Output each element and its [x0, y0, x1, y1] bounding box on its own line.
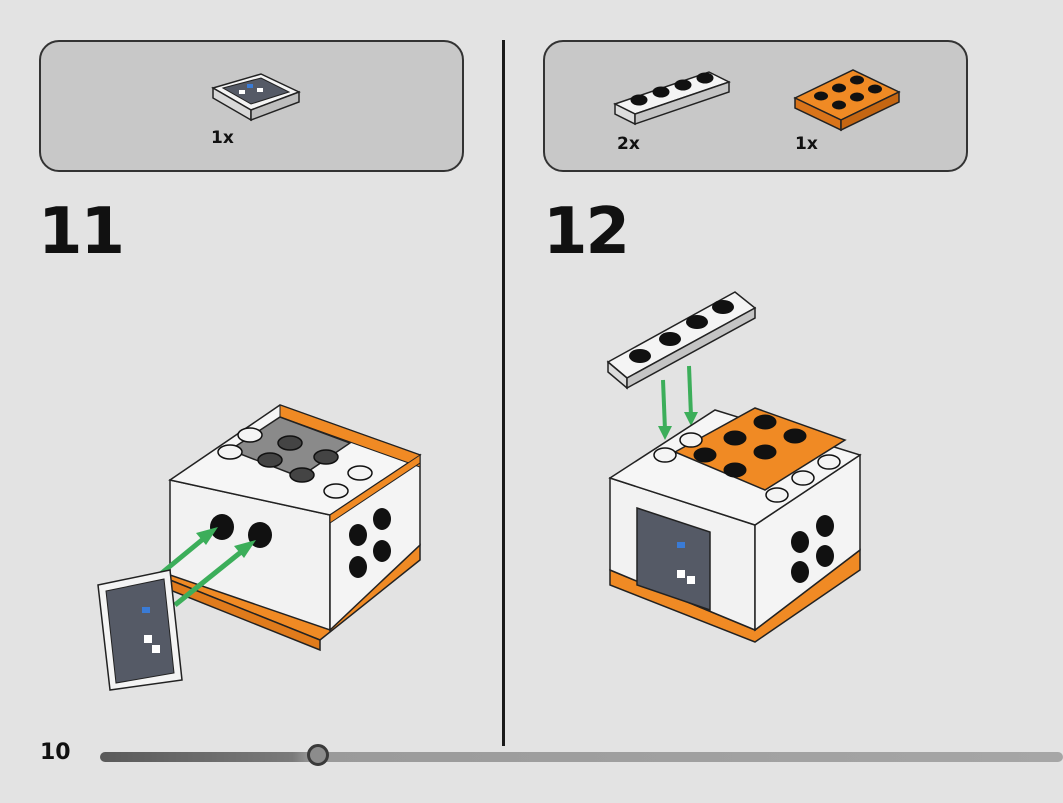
page-number: 10 [40, 740, 71, 765]
progress-bar [100, 752, 1063, 762]
step-number: 12 [543, 195, 630, 269]
white-plate-icon [613, 71, 731, 126]
progress-knob[interactable] [307, 744, 329, 766]
step-12-build-illustration [606, 291, 862, 643]
part-quantity: 1x [211, 128, 234, 148]
parts-callout-step-12: 2x 1x [543, 40, 968, 172]
printed-tile-icon [211, 73, 301, 122]
step-number: 11 [38, 195, 125, 269]
parts-callout-step-11: 1x [39, 40, 464, 172]
part-quantity: 1x [795, 134, 818, 154]
page-divider [502, 40, 505, 746]
step-11-build-illustration [97, 404, 422, 691]
part-quantity: 2x [617, 134, 640, 154]
orange-plate-icon [793, 69, 901, 132]
